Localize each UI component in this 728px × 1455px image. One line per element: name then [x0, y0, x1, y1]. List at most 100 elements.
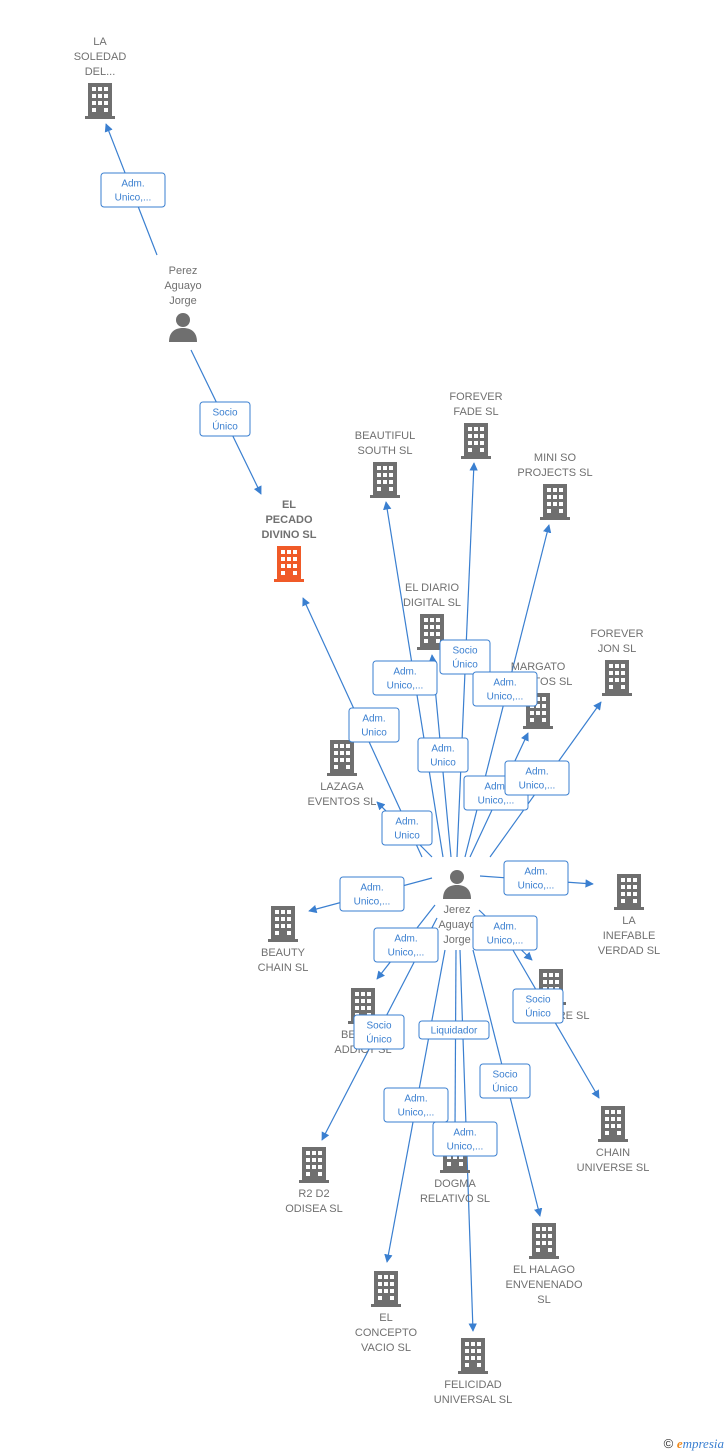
edge-label-box [432, 1121, 498, 1157]
brand-initial: e [676, 1436, 683, 1451]
edge-label-text: Adm. [404, 1094, 427, 1105]
node-label: JON SL [598, 643, 637, 655]
node-label: CHAIN [596, 1147, 630, 1159]
edge-label-box [472, 915, 538, 951]
node-label: INEFABLE [603, 930, 656, 942]
edge-label-text: Adm. [484, 782, 507, 793]
edge-label-jerez-concepto[interactable]: Adm. Unico,... [383, 1087, 449, 1123]
edge-label-box [100, 172, 166, 208]
edge-label-text: Adm. [394, 934, 417, 945]
node-label: VACIO SL [361, 1342, 411, 1354]
edge-label-text: Adm. [121, 179, 144, 190]
node-label: UNIVERSAL SL [434, 1394, 512, 1406]
building-icon [370, 462, 400, 498]
node-label: Perez [169, 265, 198, 277]
edge-label-box [418, 1020, 490, 1040]
edge-label-text: Socio [492, 1070, 517, 1081]
node-label: EL DIARIO [405, 582, 459, 594]
edge-label-box [439, 639, 491, 675]
edge-label-jerez-inefable[interactable]: Adm.Unico,... [503, 860, 569, 896]
edge-label-text: Adm. [453, 1128, 476, 1139]
node-label: PECADO [265, 514, 313, 526]
node-label: PROJECTS SL [517, 467, 592, 479]
edge-label-jerez-dogma[interactable]: Liquidador [418, 1020, 490, 1040]
building-icon [371, 1271, 401, 1307]
person-icon [443, 870, 471, 899]
building-icon [85, 83, 115, 119]
edge-label-jerez-beautiful[interactable]: Adm.Unico,... [372, 660, 438, 696]
edge-label-jerez-pecado[interactable]: Adm.Unico [348, 707, 400, 743]
node-soledad[interactable]: LASOLEDADDEL... [74, 36, 127, 119]
building-icon [602, 660, 632, 696]
edge-label-perez-soledad[interactable]: Adm. Unico,... [100, 172, 166, 208]
edge-label-text: Adm. [362, 714, 385, 725]
edge-label-text: Unico,... [487, 936, 524, 947]
edge-label-jerez-beauty_addict[interactable]: Adm.Unico,... [373, 927, 439, 963]
edge-label-box [372, 660, 438, 696]
node-label: BEAUTY [261, 947, 306, 959]
edge-label-jerez-pressure[interactable]: Adm.Unico,... [472, 915, 538, 951]
edge-label-jerez-diario[interactable]: Adm.Unico [417, 737, 469, 773]
edge-label-text: Unico,... [447, 1142, 484, 1153]
node-label: MARGATO [511, 661, 566, 673]
building-icon [529, 1223, 559, 1259]
edge-label-jerez-felicidad[interactable]: Adm. Unico,... [432, 1121, 498, 1157]
building-icon [461, 423, 491, 459]
node-label: Jerez [444, 904, 471, 916]
edge-label-text: Socio [366, 1021, 391, 1032]
node-label: FADE SL [453, 406, 498, 418]
edge-label-text: Adm. [525, 767, 548, 778]
node-label: DIVINO SL [261, 529, 316, 541]
node-label: LA [93, 36, 107, 48]
edge-label-box [503, 860, 569, 896]
building-icon [299, 1147, 329, 1183]
node-label: BEAUTIFUL [355, 430, 416, 442]
edge-label-jerez-miniso[interactable]: Adm.Unico,... [472, 671, 538, 707]
edge-label-text: Adm. [360, 883, 383, 894]
edge-label-box [339, 876, 405, 912]
node-label: DOGMA [434, 1178, 476, 1190]
edge-label-jerez-lazaga[interactable]: Adm.Unico [381, 810, 433, 846]
edge-label-text: Unico,... [398, 1108, 435, 1119]
node-label: Jorge [443, 934, 471, 946]
node-label: Aguayo [164, 280, 201, 292]
edge-label-jerez-beauty_chain[interactable]: Adm.Unico,... [339, 876, 405, 912]
building-icon [458, 1338, 488, 1374]
empresia-logo[interactable]: empresia [677, 1436, 724, 1451]
node-diario[interactable]: EL DIARIO DIGITAL SL [403, 582, 461, 650]
edge-label-text: Unico,... [115, 193, 152, 204]
node-label: ODISEA SL [285, 1203, 342, 1215]
edge-label-jerez-forever_jon[interactable]: Adm.Unico,... [504, 760, 570, 796]
edge-label-text: Unico [394, 831, 420, 842]
node-label: DIGITAL SL [403, 597, 461, 609]
node-label: EL HALAGO [513, 1264, 575, 1276]
building-icon [540, 484, 570, 520]
edge-label-text: Adm. [493, 678, 516, 689]
brand-rest: mpresia [682, 1436, 724, 1451]
edge-label-text: Adm. [393, 667, 416, 678]
edge-label-text: Único [452, 658, 478, 671]
edge-label-text: Unico,... [478, 796, 515, 807]
